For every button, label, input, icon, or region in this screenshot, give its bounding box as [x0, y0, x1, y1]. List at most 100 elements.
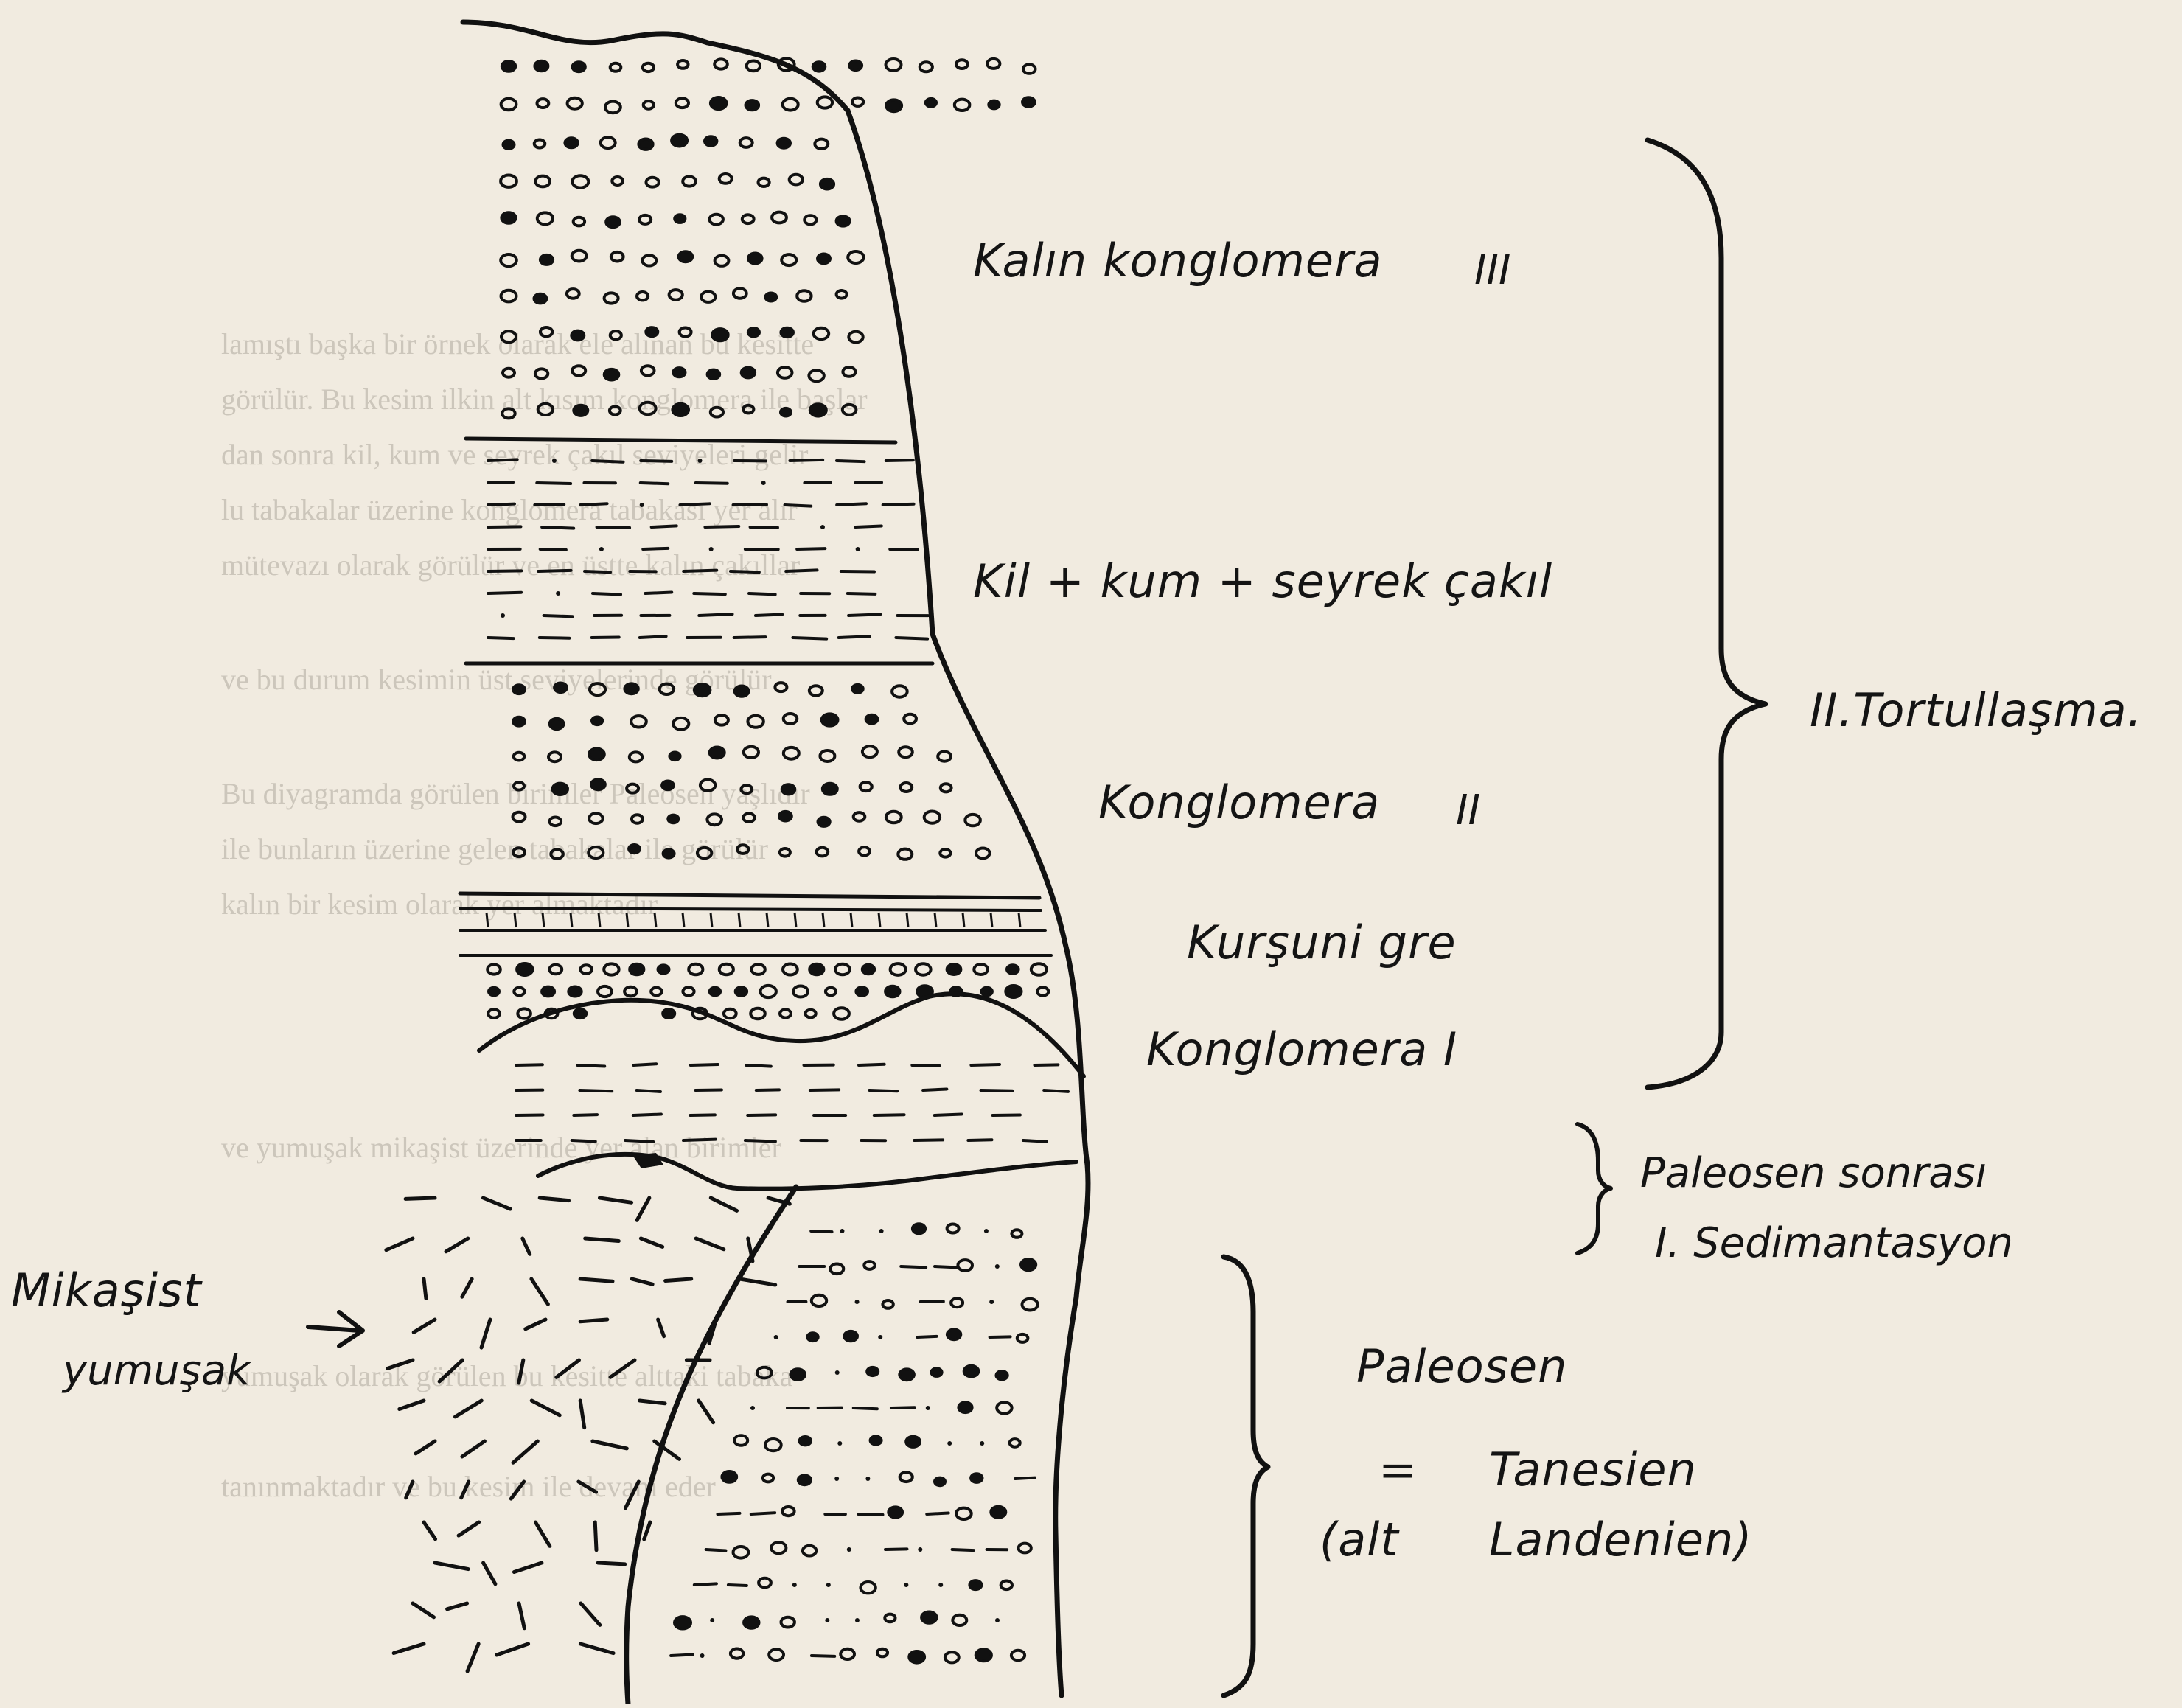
svg-text:görülür. Bu kesim ilkin alt kı: görülür. Bu kesim ilkin alt kısım konglo…: [221, 383, 868, 416]
sandstone-tick: [515, 913, 516, 927]
pebble: [848, 251, 863, 263]
sand-dot: [855, 1618, 860, 1622]
pebble: [886, 100, 902, 111]
pebble: [714, 59, 728, 69]
pebble: [899, 747, 913, 757]
pebble: [606, 217, 620, 227]
label-paleosen-sonrasi: Paleosen sonrası: [1640, 1149, 1987, 1197]
schist-stroke: [435, 1563, 468, 1569]
pebble: [804, 215, 816, 224]
label-kil-kum-cakil: Kil + kum + seyrek çakıl: [973, 554, 1552, 608]
pebble: [735, 686, 749, 697]
pebble: [1023, 64, 1036, 73]
label-alt: (alt: [1320, 1513, 1400, 1566]
pebble: [793, 986, 808, 997]
pebble: [976, 1649, 991, 1661]
sand-dot: [984, 1229, 989, 1233]
schist-stroke: [711, 1198, 736, 1210]
pebble: [605, 102, 621, 114]
sandstone-tick: [683, 913, 684, 927]
pebble: [780, 848, 790, 857]
pebble: [568, 98, 582, 109]
pebble: [644, 101, 654, 109]
schist-stroke: [483, 1198, 510, 1209]
clay-dash: [717, 1513, 739, 1514]
pebble: [790, 175, 803, 185]
pebble: [818, 254, 830, 264]
pebble: [900, 1472, 913, 1482]
pebble: [672, 404, 689, 416]
pebble: [938, 752, 951, 761]
clay-dash: [935, 1114, 962, 1115]
pebble: [712, 329, 728, 341]
schist-stroke: [447, 1603, 467, 1609]
sand-dot: [878, 1335, 882, 1339]
pebble: [572, 366, 585, 375]
pebble: [780, 1009, 791, 1017]
pebble: [662, 781, 674, 790]
clay-dash: [680, 503, 709, 505]
schist-stroke: [580, 1320, 607, 1322]
sand-dot: [980, 1441, 984, 1446]
sand-dot: [599, 547, 604, 551]
pebble: [900, 783, 912, 792]
svg-text:mütevazı olarak görülür ve en: mütevazı olarak görülür ve en üstte kalı…: [221, 548, 800, 582]
clay-dash: [848, 614, 880, 616]
pebble: [630, 752, 642, 761]
pebble: [823, 784, 837, 795]
pebble: [885, 1614, 895, 1622]
clay-dash: [572, 1140, 596, 1142]
schist-stroke: [416, 1441, 435, 1454]
schist-stroke: [580, 1401, 585, 1428]
sandstone-tick: [571, 913, 572, 927]
pebble: [840, 1649, 854, 1659]
schist-stroke: [637, 1198, 649, 1220]
pebble: [837, 290, 847, 299]
sandstone-tick: [795, 913, 796, 927]
clay-dash: [746, 1065, 771, 1067]
pebble: [637, 292, 648, 300]
clay-dash: [731, 571, 759, 572]
clay-dash: [671, 1654, 692, 1656]
sandstone-tick: [599, 913, 600, 927]
pebble: [601, 137, 616, 148]
pebble: [989, 101, 999, 109]
pebble: [843, 367, 855, 377]
pebble: [974, 964, 988, 975]
pebble: [781, 408, 791, 416]
schist-stroke: [424, 1522, 436, 1539]
pebble: [673, 368, 685, 377]
label-mikasist: Mikaşist: [11, 1263, 203, 1317]
pebble: [673, 718, 689, 730]
pebble: [1007, 965, 1019, 974]
pebble: [624, 987, 637, 997]
pebble: [629, 845, 640, 853]
pebble: [747, 716, 763, 728]
pebble: [513, 717, 525, 726]
pebble: [707, 814, 722, 825]
clay-dash: [1034, 1064, 1058, 1065]
pebble: [926, 99, 936, 107]
clay-dash: [542, 527, 574, 529]
sand-dot: [865, 1477, 870, 1481]
sand-dot: [792, 1583, 797, 1587]
schist-stroke: [386, 1238, 413, 1250]
clay-dash: [990, 1336, 1011, 1337]
label-konglomera-ii-roman: II: [1456, 787, 1480, 834]
sandstone-tick: [543, 913, 544, 927]
schist-stroke: [414, 1320, 435, 1332]
clay-dash: [858, 1514, 882, 1515]
paleocene-pattern: [671, 1224, 1038, 1662]
svg-text:ve yumuşak mikaşist üzerinde y: ve yumuşak mikaşist üzerinde yer alan bi…: [221, 1131, 781, 1164]
mica-schist-pattern: [386, 1198, 790, 1671]
right-profile-line: [848, 111, 1088, 1695]
schist-stroke: [456, 1401, 482, 1417]
sandstone-tick: [935, 913, 936, 927]
pebble: [818, 97, 832, 108]
pebble: [708, 370, 720, 379]
conglomerate-i-pattern: [487, 963, 1048, 1019]
pebble: [782, 1507, 794, 1516]
schist-stroke: [462, 1441, 485, 1457]
pebble: [765, 1439, 781, 1451]
clay-dash: [885, 1549, 907, 1550]
